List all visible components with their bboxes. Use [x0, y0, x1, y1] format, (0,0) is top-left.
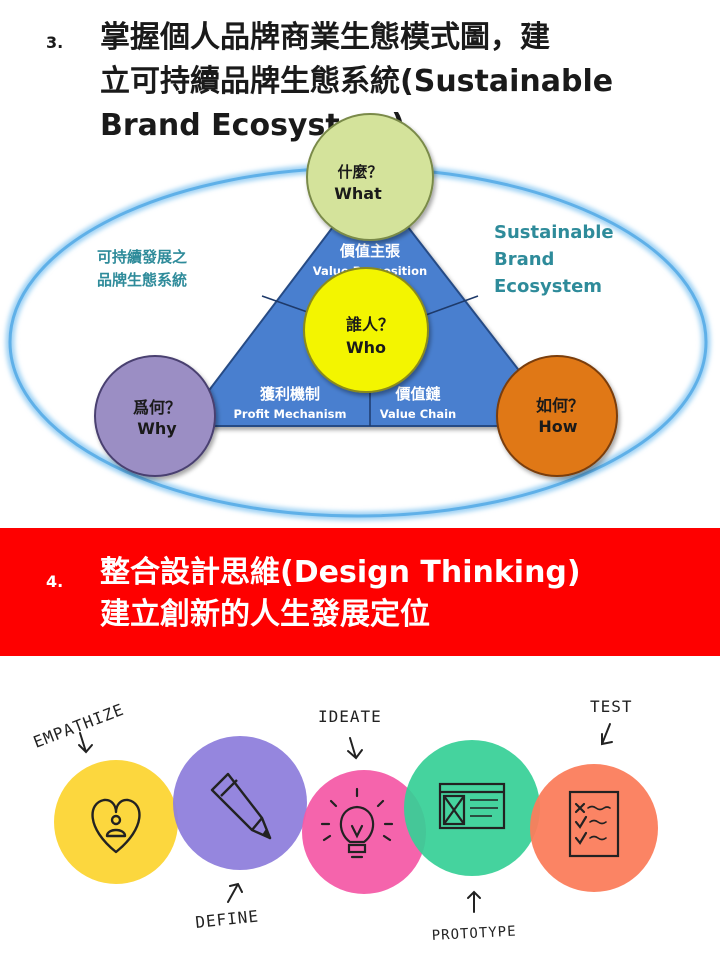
- define-arrow-icon: [227, 882, 243, 903]
- section4-title-line2: 建立創新的人生發展定位: [100, 597, 430, 632]
- left-label-line1: 可持續發展之: [97, 248, 187, 266]
- test-label: TEST: [590, 697, 633, 716]
- prototype-label: PROTOTYPE: [431, 924, 517, 944]
- who-en: Who: [346, 338, 386, 357]
- what-node: 什麼？ What: [306, 113, 434, 241]
- define-circle: [173, 736, 307, 870]
- pencil-icon: [210, 772, 272, 840]
- value-proposition-zh: 價值主張: [339, 242, 401, 260]
- value-chain-en: Value Chain: [380, 407, 456, 421]
- profit-mechanism-zh: 獲利機制: [260, 385, 320, 403]
- prototype-arrow-icon: [467, 890, 481, 913]
- right-label-line3: Ecosystem: [494, 276, 602, 297]
- define-label: DEFINE: [194, 906, 259, 932]
- lightbulb-icon: [320, 787, 394, 859]
- heart-person-icon: [91, 798, 141, 854]
- what-zh: 什麼？: [337, 163, 382, 181]
- left-label-line2: 品牌生態系統: [97, 271, 187, 289]
- right-label-line2: Brand: [494, 249, 554, 270]
- why-en: Why: [137, 419, 177, 438]
- design-thinking-circles: [54, 736, 658, 894]
- who-zh: 誰人？: [346, 315, 394, 334]
- ideate-arrow-icon: [347, 737, 363, 760]
- section4-title-line1: 整合設計思維(Design Thinking): [100, 555, 581, 590]
- how-zh: 如何？: [536, 396, 584, 415]
- section3-title-line2: 立可持續品牌生態系統(Sustainable: [100, 64, 614, 99]
- section3-number: 3.: [46, 33, 64, 52]
- test-arrow-icon: [601, 723, 613, 746]
- how-en: How: [538, 417, 577, 436]
- ideate-circle: [302, 770, 426, 894]
- why-node: 爲何？ Why: [94, 355, 216, 477]
- checklist-icon: [568, 790, 620, 858]
- browser-wireframe-icon: [438, 782, 506, 830]
- how-node: 如何？ How: [496, 355, 618, 477]
- section4-number: 4.: [46, 572, 64, 591]
- empathize-circle: [54, 760, 178, 884]
- right-label-line1: Sustainable: [494, 222, 614, 243]
- section4-banner: 4. 整合設計思維(Design Thinking) 建立創新的人生發展定位: [0, 528, 720, 656]
- empathize-arrow-icon: [78, 732, 93, 754]
- section3-title-line1: 掌握個人品牌商業生態模式圖，建: [100, 20, 550, 55]
- section4-title: 整合設計思維(Design Thinking) 建立創新的人生發展定位: [100, 552, 581, 636]
- value-chain-zh: 價值鏈: [394, 385, 441, 403]
- ideate-label: IDEATE: [318, 707, 382, 726]
- profit-mechanism-en: Profit Mechanism: [234, 407, 347, 421]
- test-circle: [530, 764, 658, 892]
- why-zh: 爲何？: [133, 398, 181, 417]
- empathize-label: EMPATHIZE: [31, 700, 127, 752]
- who-node: 誰人？ Who: [303, 267, 429, 393]
- what-en: What: [334, 184, 382, 203]
